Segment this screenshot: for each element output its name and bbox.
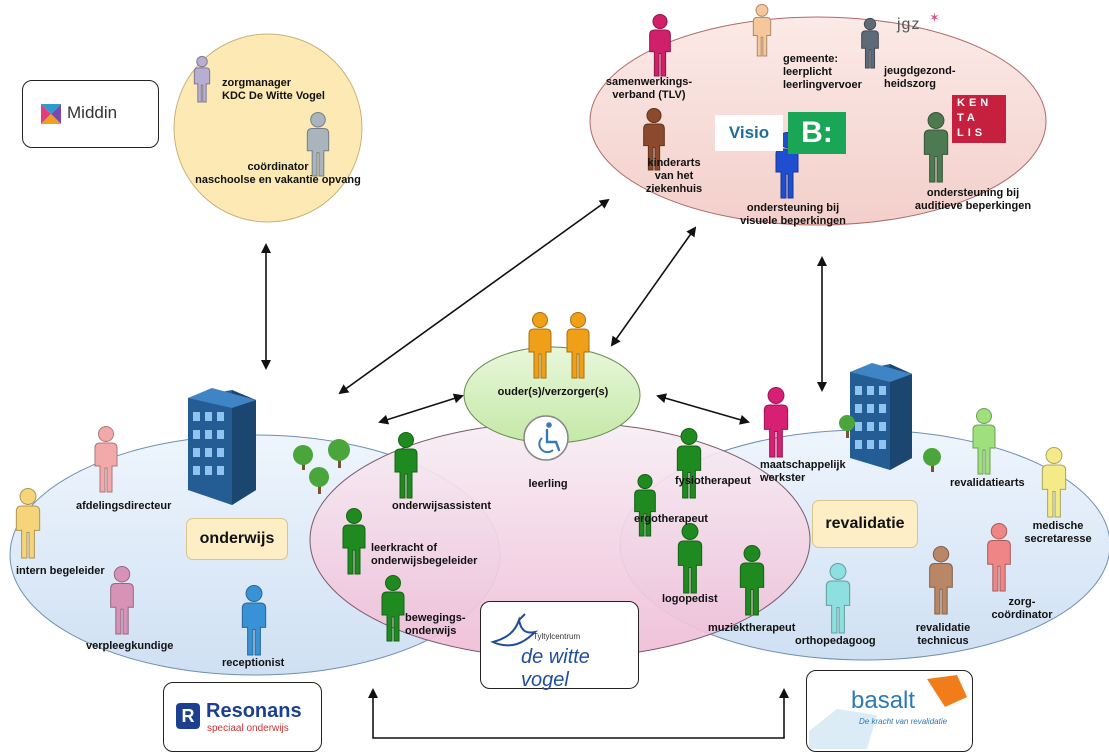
person-bewegingsonderwijs-icon	[381, 575, 405, 642]
kentalis-row-3: LIS	[957, 127, 987, 139]
leerkracht-label: leerkracht of onderwijsbegeleider	[371, 542, 478, 567]
person-auditieve-beperkingen-icon	[923, 112, 949, 183]
basalt-title: basalt	[851, 687, 916, 714]
person-onderwijsassistent-icon	[394, 432, 418, 499]
person-zorgmanager-icon	[193, 55, 211, 103]
middin-logo-card: Middin	[22, 80, 159, 148]
person-revalidatiearts-icon	[972, 408, 996, 475]
person-jeugdgezondheidszorg-icon	[861, 17, 879, 69]
afdelingsdirecteur-label: afdelingsdirecteur	[76, 500, 172, 512]
revalidatiearts-label: revalidatiearts	[950, 477, 1025, 489]
person-maatschappelijk-werkster-icon	[763, 387, 789, 458]
person-orthopedagoog-icon	[825, 563, 851, 634]
person-ouder-1-icon	[528, 312, 552, 379]
gemeente-label: gemeente: leerplicht leerlingvervoer	[783, 53, 862, 91]
revalidatie-box: revalidatie	[812, 500, 918, 548]
ouders-label: ouder(s)/verzorger(s)	[497, 386, 609, 398]
middin-logo-icon	[41, 104, 61, 124]
auditieve-beperkingen-label: ondersteuning bij auditieve beperkingen	[914, 187, 1032, 212]
person-zorg-coordinator-icon	[987, 523, 1011, 592]
person-intern-begeleider-icon	[15, 488, 41, 559]
onderwijs-building	[188, 388, 256, 505]
coordinator-label: coördinator naschoolse en vakantie opvan…	[195, 161, 361, 186]
arrow-ouders-revalidatie	[656, 393, 750, 425]
kentalis-row-1: KEN	[957, 97, 993, 109]
person-afdelingsdirecteur-icon	[94, 426, 118, 493]
visio-logo-text: Visio	[728, 123, 770, 142]
kentalis-row-2: TA	[957, 112, 979, 124]
arrow-network-ouders	[610, 226, 697, 347]
dwv-top-text: Tyltylcentrum	[533, 632, 581, 641]
revalidatie-technicus-label: revalidatie technicus	[915, 622, 971, 647]
person-samenwerkingsverband-icon	[649, 13, 671, 77]
person-receptionist-icon	[241, 585, 267, 656]
de-witte-vogel-logo-card: Tyltylcentrum de witte vogel	[480, 601, 639, 691]
bartimeus-logo: B:	[788, 112, 846, 154]
zorg-coordinator-label: zorg- coördinator	[991, 596, 1053, 621]
onderwijs-box: onderwijs	[186, 518, 288, 560]
person-ouder-2-icon	[566, 312, 590, 379]
bewegingsonderwijs-label: bewegings- onderwijs	[405, 612, 466, 637]
zorgmanager-label: zorgmanager KDC De Witte Vogel	[222, 77, 325, 102]
jgz-logo-text: JGZ	[897, 16, 921, 33]
resonans-logo-card: R Resonans speciaal onderwijs	[163, 682, 322, 752]
resonans-subtitle: speciaal onderwijs	[207, 723, 289, 734]
jgz-star-icon: ✶	[929, 10, 940, 25]
wheelchair-icon	[523, 415, 569, 461]
basalt-subtitle: De kracht van revalidatie	[859, 717, 948, 726]
middin-logo-text: Middin	[67, 103, 118, 122]
leerling-label: leerling	[528, 478, 568, 490]
person-leerkracht-icon	[342, 508, 366, 575]
receptionist-label: receptionist	[222, 657, 285, 669]
fysiotherapeut-label: fysiotherapeut	[675, 475, 751, 487]
person-logopedist-icon	[677, 523, 703, 594]
ergotherapeut-label: ergotherapeut	[634, 513, 708, 525]
person-muziektherapeut-icon	[739, 545, 765, 616]
visuele-beperkingen-label: ondersteuning bij visuele beperkingen	[740, 202, 846, 227]
jeugdgezondheidszorg-label: jeugdgezond- heidszorg	[884, 65, 956, 90]
onderwijsassistent-label: onderwijsassistent	[392, 500, 492, 512]
dwv-main-text: de witte vogel	[521, 646, 590, 691]
person-fysiotherapeut-icon	[676, 428, 702, 499]
logopedist-label: logopedist	[662, 593, 718, 605]
arrow-resonans-basalt	[368, 688, 789, 739]
kinderarts-label: kinderarts van het ziekenhuis	[645, 157, 703, 195]
arrow-ouders-onderwijs	[378, 393, 464, 425]
basalt-logo-card: basalt De kracht van revalidatie	[806, 670, 973, 752]
muziektherapeut-label: muziektherapeut	[708, 622, 796, 634]
bartimeus-logo-text: B:	[801, 116, 833, 149]
maatschappelijk-werkster-label: maatschappelijk werkster	[760, 459, 846, 484]
arrow-network-onderwijs	[338, 198, 610, 395]
tree-icon	[293, 415, 941, 494]
revalidatie-building	[850, 363, 912, 470]
basalt-shape	[809, 675, 967, 749]
people-layer	[15, 3, 1067, 656]
jgz-logo: JGZ ✶	[897, 10, 957, 38]
person-revalidatie-technicus-icon	[929, 546, 953, 615]
person-ergotherapeut-icon	[634, 473, 656, 537]
samenwerkingsverband-label: samenwerkings- verband (TLV)	[605, 76, 693, 101]
medische-secretaresse-label: medische secretaresse	[1024, 520, 1092, 545]
verpleegkundige-label: verpleegkundige	[86, 640, 174, 652]
person-kinderarts-icon	[643, 107, 665, 171]
orthopedagoog-label: orthopedagoog	[795, 635, 876, 647]
intern-begeleider-label: intern begeleider	[16, 565, 105, 577]
bird-icon	[490, 613, 539, 647]
visio-logo: Visio	[715, 115, 783, 151]
resonans-r-icon: R	[176, 703, 200, 729]
person-verpleegkundige-icon	[110, 566, 134, 635]
person-gemeente-icon	[752, 3, 772, 57]
kentalis-logo: KEN TA LIS	[952, 95, 1006, 143]
resonans-title: Resonans	[206, 700, 302, 722]
person-coordinator-icon	[306, 111, 330, 177]
person-medische-secretaresse-icon	[1041, 447, 1067, 518]
